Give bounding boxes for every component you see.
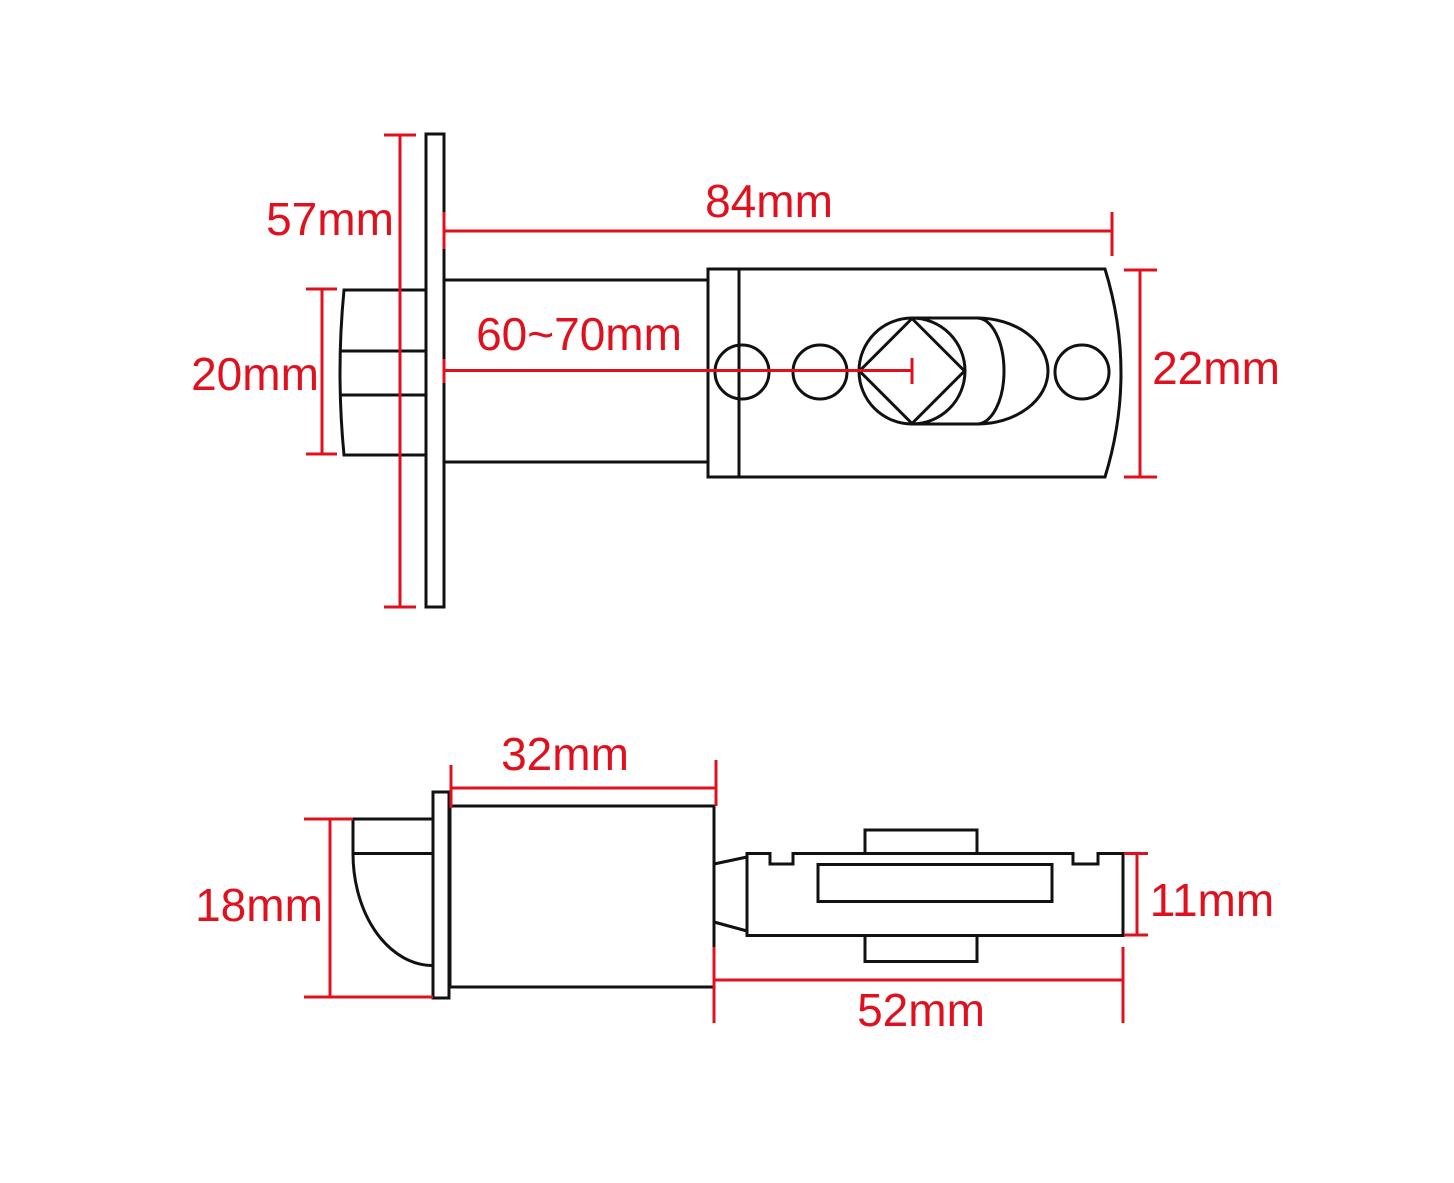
cam-outer-arc bbox=[976, 316, 1050, 426]
dimension-22mm: 22mm bbox=[1124, 268, 1280, 479]
dim-57-label: 57mm bbox=[266, 193, 394, 245]
dim-20-label: 20mm bbox=[191, 348, 319, 400]
latch-head-side-top bbox=[351, 817, 433, 855]
cam-inner-arc bbox=[976, 316, 1006, 426]
latch-head-bevel-arc bbox=[351, 853, 434, 967]
tail-taper-bottom bbox=[713, 920, 748, 933]
dim-18-label: 18mm bbox=[195, 879, 323, 931]
dim-22-label: 22mm bbox=[1152, 342, 1280, 394]
dimension-11mm: 11mm bbox=[1124, 852, 1274, 937]
dim-11-label: 11mm bbox=[1150, 874, 1274, 926]
dim-32-label: 32mm bbox=[501, 728, 629, 780]
latch-bolt-head-outline bbox=[338, 288, 426, 457]
tail-taper-top bbox=[713, 855, 748, 866]
side-view-dimensions: 32mm 18mm 11mm 52mm bbox=[195, 728, 1274, 1036]
dimension-18mm: 18mm bbox=[195, 817, 433, 999]
dim-6070-label: 60~70mm bbox=[476, 308, 682, 360]
dim-84-label: 84mm bbox=[705, 175, 833, 227]
faceplate-side bbox=[431, 790, 451, 1000]
dim-52-label: 52mm bbox=[857, 984, 985, 1036]
housing-outline bbox=[706, 267, 1123, 479]
dimension-20mm: 20mm bbox=[191, 287, 337, 456]
top-view-dimensions: 57mm 84mm 20mm 60~70mm 22mm bbox=[191, 133, 1280, 609]
faceplate-front bbox=[424, 132, 446, 609]
dimension-52mm: 52mm bbox=[712, 947, 1125, 1036]
dimension-57mm: 57mm bbox=[266, 133, 416, 609]
dimension-84mm: 84mm bbox=[442, 175, 1114, 256]
dimension-60-70mm: 60~70mm bbox=[442, 308, 914, 384]
slide-bar-outline bbox=[745, 852, 1125, 937]
slide-bar-tab-top bbox=[863, 828, 979, 855]
side-view bbox=[351, 790, 1125, 1000]
latch-body-side bbox=[448, 804, 716, 989]
housing-hole-right bbox=[1053, 343, 1111, 401]
slide-bar-tab-bottom bbox=[863, 934, 979, 963]
dimension-32mm: 32mm bbox=[449, 728, 718, 808]
slide-bar-slot bbox=[816, 863, 1054, 903]
